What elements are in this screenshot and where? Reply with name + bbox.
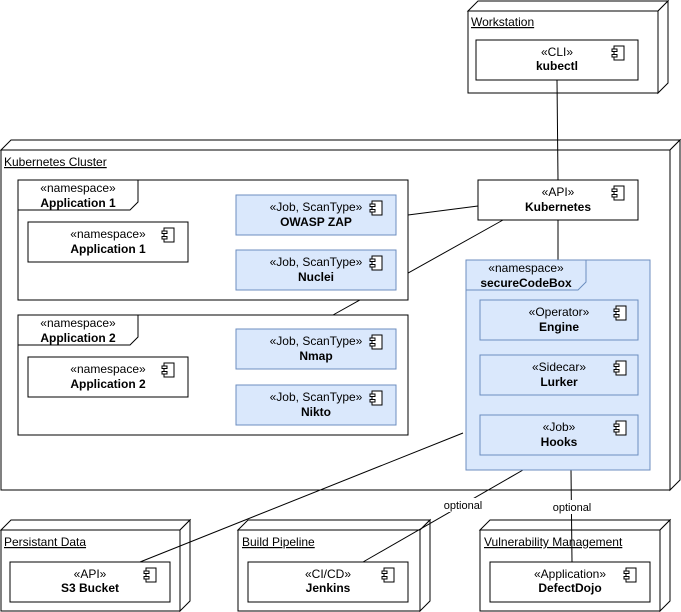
component-stereotype: «CI/CD» xyxy=(305,567,351,581)
component-s3-bucket[interactable]: «API» S3 Bucket xyxy=(9,561,171,603)
component-stereotype: «Job, ScanType» xyxy=(270,255,363,269)
component-name: Jenkins xyxy=(306,581,351,595)
namespace-stereotype: «namespace» xyxy=(40,181,116,195)
edge-app1-kubernetes xyxy=(407,205,479,216)
component-stereotype: «API» xyxy=(542,185,575,199)
component-stereotype: «namespace» xyxy=(70,227,146,241)
component-kubectl[interactable]: «CLI» kubectl xyxy=(475,39,639,81)
component-name: Engine xyxy=(539,320,579,334)
component-stereotype: «Job» xyxy=(543,420,576,434)
component-name: Lurker xyxy=(540,375,578,389)
edge-kubectl-kubernetes xyxy=(556,79,559,181)
component-icon xyxy=(623,567,637,583)
component-name: Kubernetes xyxy=(525,200,591,214)
component-stereotype: «Application» xyxy=(534,567,606,581)
component-hooks[interactable]: «Job» Hooks xyxy=(479,414,639,456)
component-stereotype: «CLI» xyxy=(541,45,573,59)
component-application-2[interactable]: «namespace» Application 2 xyxy=(27,356,189,398)
component-name: Nuclei xyxy=(298,270,334,284)
component-icon xyxy=(369,390,383,406)
edge-label-bg xyxy=(549,500,595,514)
component-stereotype: «Sidecar» xyxy=(532,360,586,374)
component-icon xyxy=(143,567,157,583)
component-nuclei[interactable]: «Job, ScanType» Nuclei xyxy=(235,249,397,291)
component-name: OWASP ZAP xyxy=(280,215,352,229)
component-name: Nikto xyxy=(301,405,331,419)
component-icon xyxy=(613,420,627,436)
component-stereotype: «API» xyxy=(74,567,107,581)
node-build-label: Build Pipeline xyxy=(242,535,315,549)
edge-scb-jenkins xyxy=(362,469,524,563)
namespace-name: Application 2 xyxy=(40,331,116,345)
component-defectdojo[interactable]: «Application» DefectDojo xyxy=(489,561,651,603)
component-icon xyxy=(369,334,383,350)
component-icon xyxy=(611,45,625,61)
component-icon xyxy=(369,200,383,216)
namespace-name: Application 1 xyxy=(40,196,116,210)
component-icon xyxy=(381,567,395,583)
node-vuln-label: Vulnerability Management xyxy=(484,535,623,549)
component-stereotype: «Job, ScanType» xyxy=(270,200,363,214)
namespace-stereotype: «namespace» xyxy=(40,316,116,330)
component-jenkins[interactable]: «CI/CD» Jenkins xyxy=(247,561,409,603)
edge-label-defectdojo-optional: optional xyxy=(553,502,592,514)
node-persistent-label: Persistant Data xyxy=(4,535,86,549)
component-icon xyxy=(161,362,175,378)
component-stereotype: «Job, ScanType» xyxy=(270,334,363,348)
component-nmap[interactable]: «Job, ScanType» Nmap xyxy=(235,328,397,370)
component-engine[interactable]: «Operator» Engine xyxy=(479,299,639,341)
component-application-1[interactable]: «namespace» Application 1 xyxy=(27,221,189,263)
edge-scb-defectdojo xyxy=(570,469,573,563)
component-name: S3 Bucket xyxy=(61,581,119,595)
component-name: Application 1 xyxy=(70,242,146,256)
edge-label-jenkins-optional: optional xyxy=(444,500,483,512)
edge-scb-s3 xyxy=(139,432,464,563)
node-workstation-label: Workstation xyxy=(471,15,534,29)
namespace-stereotype: «namespace» xyxy=(488,261,564,275)
component-name: Application 2 xyxy=(70,377,146,391)
component-stereotype: «Job, ScanType» xyxy=(270,390,363,404)
component-stereotype: «Operator» xyxy=(529,305,590,319)
component-name: Hooks xyxy=(541,435,578,449)
component-name: kubectl xyxy=(536,59,578,73)
component-icon xyxy=(369,255,383,271)
component-lurker[interactable]: «Sidecar» Lurker xyxy=(479,354,639,396)
component-kubernetes[interactable]: «API» Kubernetes xyxy=(477,179,639,221)
component-name: Nmap xyxy=(299,349,332,363)
component-owasp-zap[interactable]: «Job, ScanType» OWASP ZAP xyxy=(235,194,397,236)
component-stereotype: «namespace» xyxy=(70,362,146,376)
node-cluster-label: Kubernetes Cluster xyxy=(4,155,107,169)
component-name: DefectDojo xyxy=(538,581,601,595)
namespace-name: secureCodeBox xyxy=(480,276,572,290)
component-icon xyxy=(611,185,625,201)
component-icon xyxy=(161,227,175,243)
component-icon xyxy=(613,360,627,376)
component-icon xyxy=(613,305,627,321)
edge-label-bg xyxy=(440,498,486,512)
component-nikto[interactable]: «Job, ScanType» Nikto xyxy=(235,384,397,426)
